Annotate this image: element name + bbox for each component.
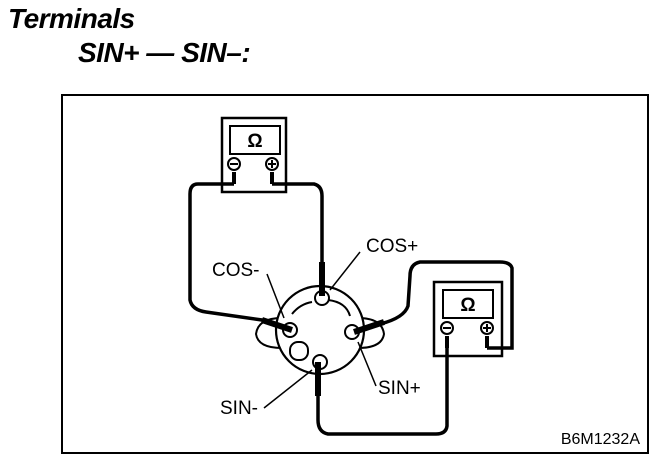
ohm-symbol-right: Ω — [460, 295, 475, 316]
label-cos-minus: COS- — [212, 260, 260, 281]
lead-wire — [316, 348, 449, 436]
ohmmeter-top: Ω — [220, 116, 288, 194]
ohm-symbol-top: Ω — [247, 131, 262, 152]
lead-wire — [188, 182, 289, 330]
sensor-connector — [254, 284, 386, 376]
label-sin-plus: SIN+ — [378, 378, 421, 399]
label-sin-minus: SIN- — [220, 398, 258, 419]
ohmmeter-right: Ω — [432, 280, 504, 358]
lead-wire — [272, 182, 324, 290]
page-subtitle: SIN+ — SIN–: — [78, 37, 251, 68]
figure-code: B6M1232A — [561, 431, 640, 448]
label-cos-plus: COS+ — [366, 236, 418, 257]
page-title: Terminals — [8, 3, 135, 34]
lead-wire — [355, 260, 514, 350]
diagram-frame — [61, 94, 649, 454]
